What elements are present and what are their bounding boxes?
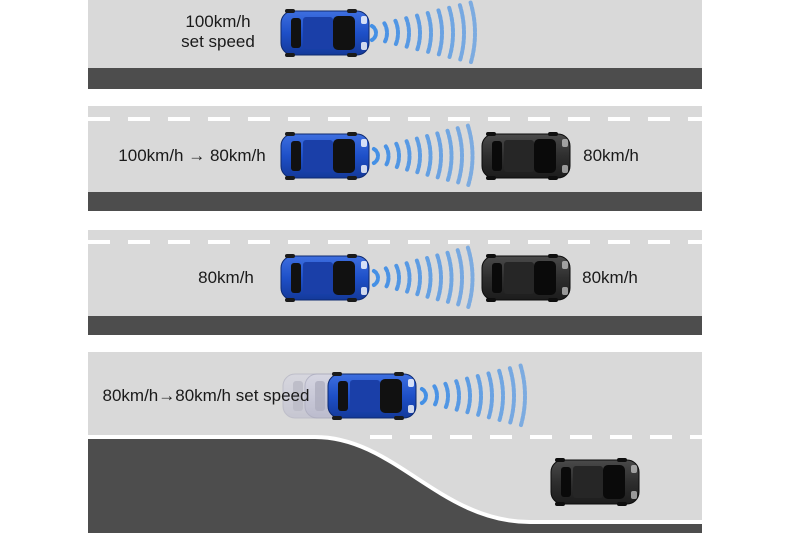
radar-arc: [465, 123, 475, 189]
radar-arc: [425, 134, 433, 178]
scene-3: 80km/h 80km/h: [88, 230, 702, 335]
radar-arc: [415, 13, 422, 53]
radar-arc: [507, 366, 516, 426]
radar-arc: [383, 266, 391, 290]
scene-1: 100km/h set speed: [88, 0, 702, 89]
radar-arc: [454, 379, 461, 413]
radar-arc: [371, 147, 380, 165]
road-lane: [88, 0, 702, 68]
scene-2: 100km/h → 80km/h 80km/h: [88, 106, 702, 211]
road-lane: [88, 106, 702, 192]
radar-arc: [436, 8, 444, 58]
radar-arc: [445, 128, 454, 184]
lead-car-changed-lane: [550, 457, 640, 507]
radar-arc: [455, 126, 464, 186]
own-speed-label: 80km/h: [198, 268, 254, 287]
radar-arc: [465, 376, 472, 416]
road-edge-line: [88, 435, 702, 524]
radar-arc: [382, 21, 389, 45]
radar-arc: [369, 24, 378, 42]
radar-arc: [465, 245, 475, 311]
radar-arc: [393, 18, 400, 48]
own-car: [280, 8, 370, 58]
lead-speed-label: 80km/h: [583, 146, 639, 165]
radar-arc: [371, 269, 380, 287]
radar-arc: [447, 5, 455, 61]
own-car: [280, 253, 370, 303]
radar-arc: [432, 384, 439, 408]
radar-arc: [425, 11, 433, 55]
radar-arc: [475, 374, 483, 418]
radar-arc: [443, 381, 450, 411]
road-shoulder: [88, 68, 702, 89]
own-car: [327, 371, 417, 421]
radar-arc: [383, 144, 391, 168]
radar-arc: [457, 3, 466, 63]
radar-arc: [518, 363, 527, 429]
own-speed-label-line1: 100km/h: [185, 12, 250, 31]
own-car: [280, 131, 370, 181]
radar-arc: [435, 253, 443, 303]
lead-car: [481, 253, 571, 303]
radar-arc: [425, 256, 433, 300]
radar-arc: [445, 250, 454, 306]
radar-arc: [419, 387, 428, 405]
radar-arc: [468, 0, 477, 66]
road-shoulder: [88, 316, 702, 335]
radar-arc: [497, 368, 505, 424]
radar-arc: [394, 141, 401, 171]
radar-arc: [414, 258, 422, 298]
radar-arc: [404, 261, 412, 295]
radar-arc: [394, 263, 401, 293]
lead-speed-label: 80km/h: [582, 268, 638, 287]
own-speed-label: 80km/h→80km/h set speed: [103, 386, 310, 405]
road-shoulder: [88, 437, 702, 533]
road-shoulder: [88, 192, 702, 211]
radar-waves: [419, 363, 527, 429]
own-speed-label: 100km/h → 80km/h: [118, 146, 265, 165]
radar-arc: [486, 371, 494, 421]
radar-waves: [369, 0, 477, 66]
radar-arc: [404, 16, 411, 50]
lead-car: [481, 131, 571, 181]
radar-waves: [371, 123, 475, 189]
radar-arc: [414, 136, 422, 176]
radar-arc: [435, 131, 443, 181]
radar-waves: [371, 245, 475, 311]
road-lane: [88, 230, 702, 316]
own-speed-label-line2: set speed: [181, 32, 255, 51]
radar-arc: [455, 248, 464, 308]
scene-4: 80km/h→80km/h set speed: [88, 352, 702, 533]
radar-arc: [404, 139, 412, 173]
